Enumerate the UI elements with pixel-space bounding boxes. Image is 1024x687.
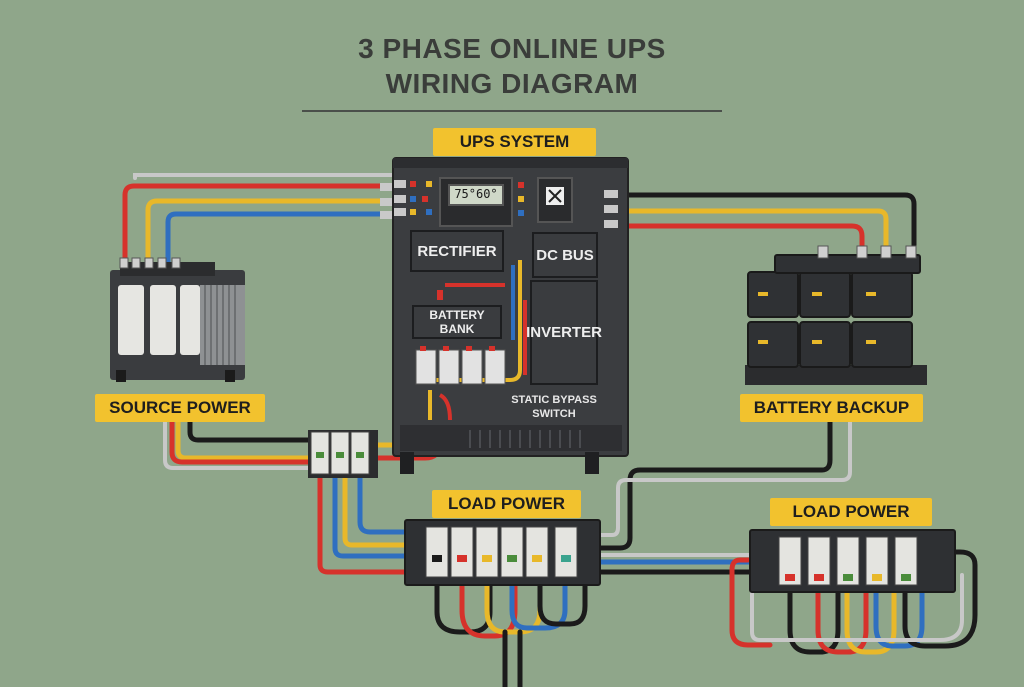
ups-to-battery-wires bbox=[622, 192, 917, 258]
load-power-right-tag: LOAD POWER bbox=[770, 498, 932, 526]
transformer bbox=[110, 257, 245, 382]
static-bypass-label-line1: STATIC BYPASS bbox=[511, 394, 597, 406]
ups-display: 75°60° bbox=[448, 184, 504, 206]
dc-bus-module: DC BUS bbox=[532, 232, 598, 278]
center-distribution-panel bbox=[404, 519, 601, 586]
static-bypass-label-line2: SWITCH bbox=[532, 408, 576, 420]
battery-backup-tag: BATTERY BACKUP bbox=[740, 394, 923, 422]
load-power-center-tag: LOAD POWER bbox=[432, 490, 581, 518]
source-power-tag: SOURCE POWER bbox=[95, 394, 265, 422]
title-divider bbox=[302, 110, 722, 112]
ups-system-tag: UPS SYSTEM bbox=[433, 128, 596, 156]
center-load-loops bbox=[434, 577, 588, 687]
battery-bank-module: BATTERY BANK bbox=[412, 305, 502, 339]
breaker-to-load-wires bbox=[317, 475, 408, 575]
battery-rack bbox=[745, 245, 927, 385]
inverter-module: INVERTER bbox=[526, 280, 602, 385]
diagram-title-line1: 3 PHASE ONLINE UPS bbox=[358, 33, 666, 64]
source-to-ups-wires bbox=[122, 173, 395, 268]
right-load-loops bbox=[729, 549, 978, 655]
source-breaker-block bbox=[308, 430, 378, 478]
diagram-title-line2: WIRING DIAGRAM bbox=[385, 68, 639, 99]
right-distribution-panel bbox=[749, 529, 956, 593]
rectifier-module: RECTIFIER bbox=[410, 230, 504, 272]
center-to-right-load-wires bbox=[597, 415, 852, 575]
